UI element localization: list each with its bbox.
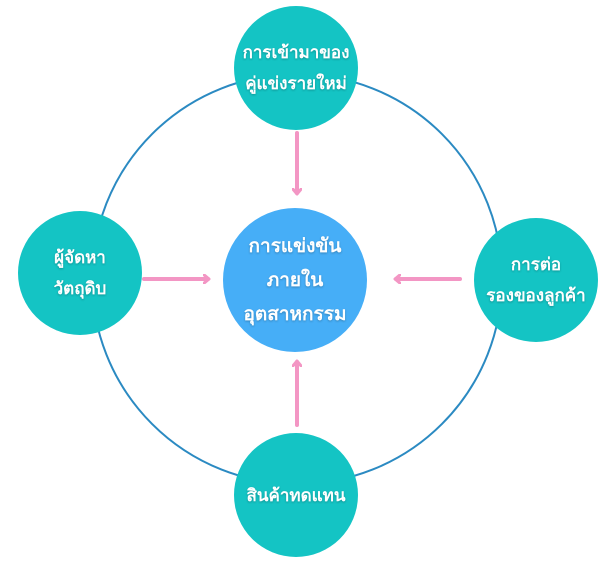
node-industry-rivalry-line-2: ภายใน [266,269,324,291]
node-new-entrants-line-1: การเข้ามาของ [242,43,350,63]
node-new-entrants: การเข้ามาของ คู่แข่งรายใหม่ [234,6,358,130]
node-industry-rivalry-line-3: อุตสาหกรรม [243,303,347,325]
node-buyer-power-line-2: รองของลูกค้า [486,286,586,306]
node-new-entrants-line-2: คู่แข่งรายใหม่ [245,74,347,94]
node-industry-rivalry: การแข่งขัน ภายใน อุตสาหกรรม [223,208,367,352]
node-industry-rivalry-label: การแข่งขัน ภายใน อุตสาหกรรม [244,231,347,329]
node-buyer-power-label: การต่อ รองของลูกค้า [486,251,585,309]
node-suppliers-label: ผู้จัดหา วัตถุดิบ [54,244,107,302]
node-suppliers-line-2: วัตถุดิบ [53,279,107,299]
node-substitutes: สินค้าทดแทน [234,433,358,557]
node-buyer-power: การต่อ รองของลูกค้า [474,218,598,342]
node-suppliers-line-1: ผู้จัดหา [54,248,106,268]
node-substitutes-line-1: สินค้าทดแทน [246,485,346,506]
node-suppliers: ผู้จัดหา วัตถุดิบ [18,211,142,335]
node-substitutes-label: สินค้าทดแทน [247,482,346,509]
node-buyer-power-line-1: การต่อ [510,255,562,275]
node-new-entrants-label: การเข้ามาของ คู่แข่งรายใหม่ [243,39,350,97]
node-industry-rivalry-line-1: การแข่งขัน [248,235,342,257]
